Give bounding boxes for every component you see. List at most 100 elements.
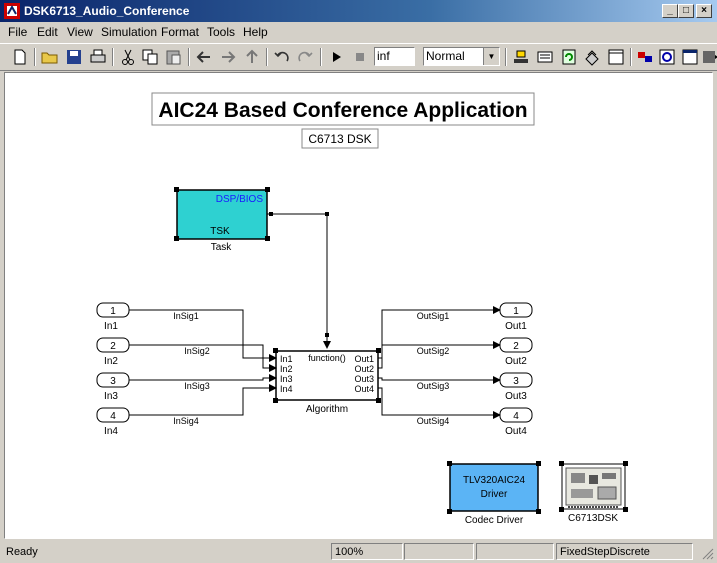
insig3-line[interactable]	[129, 374, 277, 382]
output-signal-lines[interactable]	[378, 306, 501, 419]
inport-4[interactable]: 4	[96, 407, 130, 423]
line-handle[interactable]	[325, 333, 329, 337]
menu-format[interactable]: Format	[161, 25, 200, 39]
model-explorer-icon[interactable]	[582, 47, 602, 67]
up-arrow-icon[interactable]	[242, 47, 262, 67]
algorithm-port-out2: Out2	[354, 364, 374, 374]
algorithm-block-name: Algorithm	[306, 404, 348, 415]
selection-handle[interactable]	[376, 348, 381, 353]
simulation-mode-value: Normal	[426, 49, 465, 63]
selection-handle[interactable]	[273, 348, 278, 353]
codec-driver-block[interactable]: TLV320AIC24 Driver	[449, 463, 539, 512]
selection-handle[interactable]	[536, 509, 541, 514]
simulink-model-icon	[4, 3, 20, 19]
menu-view[interactable]: View	[67, 25, 93, 39]
selection-handle[interactable]	[623, 507, 628, 512]
new-model-icon[interactable]	[10, 47, 30, 67]
selection-handle[interactable]	[265, 187, 270, 192]
start-simulation-icon[interactable]	[326, 47, 346, 67]
window-title: DSK6713_Audio_Conference	[24, 4, 190, 18]
outport-3[interactable]: 3	[499, 372, 533, 388]
cut-icon[interactable]	[118, 47, 138, 67]
codec-label-line1: TLV320AIC24	[463, 475, 526, 486]
stop-time-field[interactable]: inf	[374, 47, 415, 66]
refresh-icon[interactable]	[559, 47, 579, 67]
inport-2[interactable]: 2	[96, 337, 130, 353]
menu-tools[interactable]: Tools	[207, 25, 236, 39]
simulation-mode-select[interactable]: Normal ▼	[423, 47, 500, 66]
chevron-down-icon[interactable]: ▼	[483, 48, 499, 65]
outsig2-line[interactable]	[378, 341, 501, 369]
menu-file[interactable]: File	[8, 25, 28, 39]
stop-simulation-icon[interactable]	[350, 47, 370, 67]
paste-icon[interactable]	[163, 47, 183, 67]
selection-handle[interactable]	[447, 509, 452, 514]
print-icon[interactable]	[88, 47, 108, 67]
selection-handle[interactable]	[447, 461, 452, 466]
back-arrow-icon[interactable]	[194, 47, 214, 67]
menu-edit[interactable]: Edit	[37, 25, 58, 39]
outsig3-line[interactable]	[378, 376, 501, 384]
model-browser-icon[interactable]	[657, 47, 677, 67]
outsig4-line[interactable]	[378, 387, 501, 419]
selection-handle[interactable]	[536, 461, 541, 466]
outport-2[interactable]: 2	[499, 337, 533, 353]
selection-handle[interactable]	[174, 236, 179, 241]
insig3-label: InSig3	[184, 381, 210, 391]
menu-help[interactable]: Help	[243, 25, 268, 39]
maximize-button[interactable]: □	[678, 4, 694, 18]
insig2-line[interactable]	[129, 344, 277, 372]
copy-icon[interactable]	[140, 47, 160, 67]
selection-handle[interactable]	[273, 398, 278, 403]
inport-1[interactable]: 1	[96, 302, 130, 318]
inport-2-name: In2	[104, 356, 118, 367]
status-solver: FixedStepDiscrete	[556, 543, 693, 560]
outport-1[interactable]: 1	[499, 302, 533, 318]
build-model-icon[interactable]	[511, 47, 531, 67]
save-icon[interactable]	[64, 47, 84, 67]
c6713dsk-board-block[interactable]	[561, 463, 626, 510]
block-diagram: AIC24 Based Conference Application C6713…	[96, 92, 628, 526]
debugger-icon[interactable]	[700, 47, 717, 67]
update-diagram-icon[interactable]	[535, 47, 555, 67]
open-folder-icon[interactable]	[40, 47, 60, 67]
selection-handle[interactable]	[559, 461, 564, 466]
inport-4-number: 4	[110, 411, 116, 422]
selection-handle[interactable]	[174, 187, 179, 192]
algorithm-port-in4: In4	[280, 384, 293, 394]
codec-label-line2: Driver	[481, 489, 508, 500]
insig1-line[interactable]	[129, 309, 277, 362]
model-canvas[interactable]: AIC24 Based Conference Application C6713…	[4, 72, 713, 539]
task-tsk-label: TSK	[210, 226, 230, 237]
undo-icon[interactable]	[272, 47, 292, 67]
trigger-line[interactable]	[267, 213, 331, 349]
algorithm-port-out3: Out3	[354, 374, 374, 384]
close-button[interactable]: ×	[696, 4, 712, 18]
status-cell-empty	[404, 543, 474, 560]
line-handle[interactable]	[269, 212, 273, 216]
insig1-label: InSig1	[173, 311, 199, 321]
selection-handle[interactable]	[559, 507, 564, 512]
properties-icon[interactable]	[680, 47, 700, 67]
selection-handle[interactable]	[265, 236, 270, 241]
algorithm-block[interactable]: function() In1 In2 In3 In4 Out1 Out2 Out…	[275, 350, 379, 401]
redo-icon[interactable]	[295, 47, 315, 67]
line-handle[interactable]	[325, 212, 329, 216]
resize-grip-icon[interactable]	[700, 546, 714, 560]
inport-4-name: In4	[104, 426, 118, 437]
selection-handle[interactable]	[623, 461, 628, 466]
forward-arrow-icon[interactable]	[218, 47, 238, 67]
input-signal-lines[interactable]	[129, 309, 277, 416]
outport-4[interactable]: 4	[499, 407, 533, 423]
debug-icon[interactable]	[606, 47, 626, 67]
task-block[interactable]: DSP/BIOS TSK	[176, 189, 268, 240]
outsig1-label: OutSig1	[417, 311, 450, 321]
inport-3[interactable]: 3	[96, 372, 130, 388]
minimize-button[interactable]: _	[662, 4, 678, 18]
outsig1-line[interactable]	[378, 306, 501, 359]
menu-simulation[interactable]: Simulation	[101, 25, 158, 39]
library-browser-icon[interactable]	[635, 47, 655, 67]
selection-handle[interactable]	[376, 398, 381, 403]
insig4-line[interactable]	[129, 384, 277, 416]
model-title: AIC24 Based Conference Application	[158, 99, 527, 122]
